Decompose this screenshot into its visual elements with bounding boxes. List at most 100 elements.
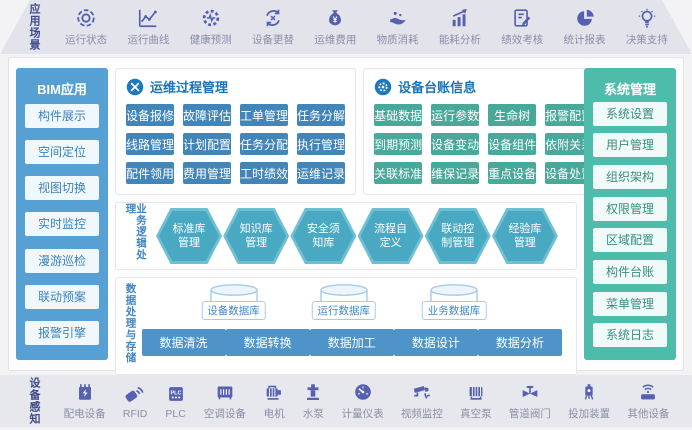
ledger-button[interactable]: 生命树: [488, 104, 537, 126]
device-item[interactable]: 真空泵: [460, 381, 492, 421]
system-panel: 系统管理 系统设置 用户管理 组织架构 权限管理 区域配置 构件台账 菜单管理: [584, 68, 676, 360]
scenario-item[interactable]: 决策支持: [626, 7, 668, 47]
system-item-button[interactable]: 系统日志: [593, 323, 667, 348]
logic-hexagon[interactable]: 经验库 管理: [491, 208, 558, 264]
device-item-label: 真空泵: [460, 408, 492, 420]
dosing-device-icon: [578, 381, 600, 403]
cctv-icon: [411, 381, 433, 403]
ops-cost-icon: ¥: [324, 7, 346, 29]
system-item-button[interactable]: 组织架构: [593, 165, 667, 190]
ops-button[interactable]: 费用管理: [183, 162, 232, 184]
device-item[interactable]: PLC PLC: [165, 383, 187, 420]
ledger-button[interactable]: 重点设备: [488, 162, 537, 184]
data-button[interactable]: 数据转换: [225, 328, 310, 356]
ops-button[interactable]: 设备报修: [126, 104, 175, 126]
logic-hexagon[interactable]: 联动控 制管理: [424, 208, 491, 264]
device-items: 配电设备 RFID PLC PLC 空调设备: [39, 381, 692, 421]
ledger-button[interactable]: 基础数据: [374, 104, 423, 126]
motor-icon: [263, 381, 285, 403]
system-item-button[interactable]: 用户管理: [593, 133, 667, 158]
ledger-button[interactable]: 关联标准: [374, 162, 423, 184]
system-item-button[interactable]: 构件台账: [593, 259, 667, 284]
bim-item-button[interactable]: 漫游巡检: [25, 248, 99, 273]
scenario-item-label: 运行曲线: [127, 34, 170, 46]
ops-process-card: 运维过程管理 设备报修 故障评估 工单管理 任务分解 线路管理: [115, 68, 357, 195]
ledger-button[interactable]: 设备处置: [545, 162, 594, 184]
data-button[interactable]: 数据分析: [477, 328, 562, 356]
ops-button[interactable]: 工单管理: [240, 104, 289, 126]
scenario-item[interactable]: 设备更替: [252, 7, 294, 47]
ops-button[interactable]: 配件领用: [126, 162, 175, 184]
device-item[interactable]: 视频监控: [401, 381, 443, 421]
device-item-label: 管道阀门: [508, 408, 551, 420]
device-item[interactable]: 空调设备: [204, 381, 246, 421]
scenario-item-label: 运行状态: [65, 34, 108, 46]
ops-button[interactable]: 任务分配: [240, 133, 289, 155]
ops-button[interactable]: 工时绩效: [240, 162, 289, 184]
scenario-item[interactable]: 运行状态: [65, 7, 107, 47]
scenario-item-label: 健康预测: [189, 34, 232, 46]
bim-panel-title: BIM应用: [37, 82, 87, 97]
ops-button[interactable]: 任务分解: [297, 104, 346, 126]
device-item[interactable]: 水泵: [302, 381, 324, 421]
logic-hexagon[interactable]: 知识库 管理: [223, 208, 290, 264]
scenario-item[interactable]: 能耗分析: [439, 7, 481, 47]
logic-hexagon[interactable]: 标准库 管理: [156, 208, 222, 264]
ops-button[interactable]: 执行管理: [297, 133, 346, 155]
svg-text:PLC: PLC: [170, 390, 181, 396]
data-button[interactable]: 数据加工: [309, 328, 394, 356]
device-item[interactable]: 管道阀门: [509, 381, 551, 421]
system-item-button[interactable]: 区域配置: [593, 228, 667, 253]
bim-item-button[interactable]: 联动预案: [25, 284, 99, 309]
logic-hexagon[interactable]: 流程自 定义: [357, 208, 424, 264]
bim-item-button[interactable]: 报警引擎: [25, 320, 99, 345]
device-item[interactable]: RFID: [122, 383, 148, 420]
data-button[interactable]: 数据清洗: [141, 328, 226, 356]
vacuum-pump-icon: [465, 381, 487, 403]
device-item-label: 空调设备: [203, 408, 246, 420]
device-item-label: PLC: [165, 407, 186, 420]
health-predict-icon: [200, 7, 222, 29]
database-cylinder: 设备数据库: [196, 283, 272, 320]
bim-item-button[interactable]: 构件展示: [25, 104, 99, 129]
bim-item-button[interactable]: 实时监控: [25, 212, 99, 237]
database-cylinder: 业务数据库: [416, 283, 492, 320]
device-item[interactable]: 配电设备: [64, 381, 106, 421]
scenario-item[interactable]: 统计报表: [564, 7, 606, 47]
ops-button[interactable]: 计划配置: [183, 133, 232, 155]
system-panel-items: 系统设置 用户管理 组织架构 权限管理 区域配置 构件台账 菜单管理 系统日志: [584, 98, 676, 351]
scenario-item-label: 运维费用: [314, 34, 357, 46]
other-device-icon: [637, 381, 659, 403]
device-item-label: RFID: [122, 407, 148, 420]
device-item-label: 配电设备: [63, 408, 106, 420]
hexagon-row: 标准库 管理 知识库 管理: [150, 208, 564, 264]
system-item-button[interactable]: 菜单管理: [593, 291, 667, 316]
ops-button[interactable]: 故障评估: [183, 104, 232, 126]
scenario-item[interactable]: ¥ 运维费用: [314, 7, 356, 47]
data-button[interactable]: 数据设计: [393, 328, 478, 356]
scenario-item[interactable]: 运行曲线: [127, 7, 169, 47]
device-item[interactable]: 投加装置: [568, 381, 610, 421]
system-item-button[interactable]: 系统设置: [593, 101, 667, 126]
ledger-button[interactable]: 设备组件: [488, 133, 537, 155]
ledger-button[interactable]: 到期预测: [374, 133, 423, 155]
ops-button[interactable]: 运维记录: [297, 162, 346, 184]
scenario-item[interactable]: 绩效考核: [501, 7, 543, 47]
ops-button[interactable]: 线路管理: [126, 133, 175, 155]
ledger-button[interactable]: 运行参数: [431, 104, 480, 126]
logic-hexagon[interactable]: 安全须 知库: [290, 208, 357, 264]
device-item[interactable]: 计量仪表: [342, 381, 384, 421]
device-item[interactable]: 其他设备: [627, 381, 669, 421]
bim-item-button[interactable]: 视图切换: [25, 176, 99, 201]
bim-item-button[interactable]: 空间定位: [25, 140, 99, 165]
scenario-item[interactable]: 健康预测: [190, 7, 232, 47]
ledger-button[interactable]: 维保记录: [431, 162, 480, 184]
ledger-button[interactable]: 报警配置: [545, 104, 594, 126]
system-item-button[interactable]: 权限管理: [593, 196, 667, 221]
ledger-button[interactable]: 依附关系: [545, 133, 594, 155]
device-item[interactable]: 电机: [263, 381, 285, 421]
ledger-card-header: 设备台账信息: [374, 77, 593, 96]
ledger-button[interactable]: 设备变动: [431, 133, 480, 155]
scenario-item[interactable]: 物质消耗: [377, 7, 419, 47]
hvac-icon: [214, 381, 236, 403]
